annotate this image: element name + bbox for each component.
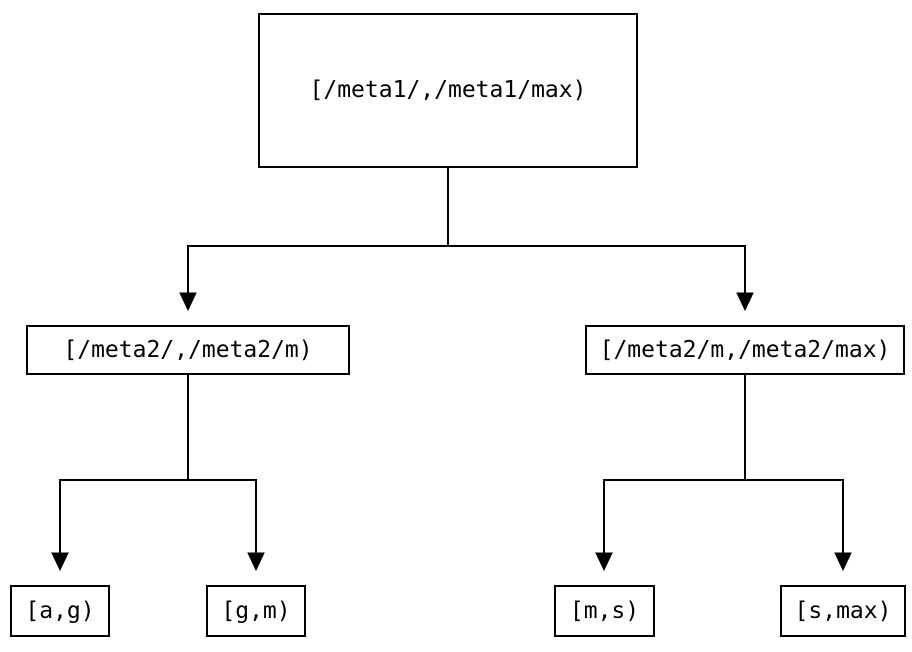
arrowhead-down-icon [51,552,69,572]
node-leaf-ag-label: [a,g) [25,597,95,624]
node-left-child: [/meta2/,/meta2/m) [26,325,350,375]
edge-right-child-split [603,375,844,481]
node-right-child-label: [/meta2/m,/meta2/max) [599,336,891,363]
edge-right-child-to-leaf-ms [595,480,613,572]
edge-left-child-to-leaf-gm [247,480,265,572]
node-root: [/meta1/,/meta1/max) [258,13,638,168]
node-leaf-smax: [s,max) [780,585,906,637]
node-left-child-label: [/meta2/,/meta2/m) [63,336,313,363]
node-leaf-gm: [g,m) [206,585,306,637]
edge-right-child-to-leaf-smax [834,480,852,572]
node-leaf-smax-label: [s,max) [794,597,892,624]
node-right-child: [/meta2/m,/meta2/max) [585,325,905,375]
node-leaf-ms-label: [m,s) [569,597,640,624]
arrowhead-down-icon [595,552,613,572]
arrowhead-down-icon [247,552,265,572]
node-leaf-ag: [a,g) [10,585,110,637]
node-root-label: [/meta1/,/meta1/max) [309,77,587,103]
edge-root-to-left-child [179,246,197,312]
arrowhead-down-icon [179,292,197,312]
edge-root-to-right-child [736,246,754,312]
edge-root-split [187,168,746,247]
edge-left-child-to-leaf-ag [51,480,69,572]
node-leaf-gm-label: [g,m) [221,597,291,624]
arrowhead-down-icon [736,292,754,312]
node-leaf-ms: [m,s) [554,585,655,637]
arrowhead-down-icon [834,552,852,572]
edge-left-child-split [59,375,257,481]
